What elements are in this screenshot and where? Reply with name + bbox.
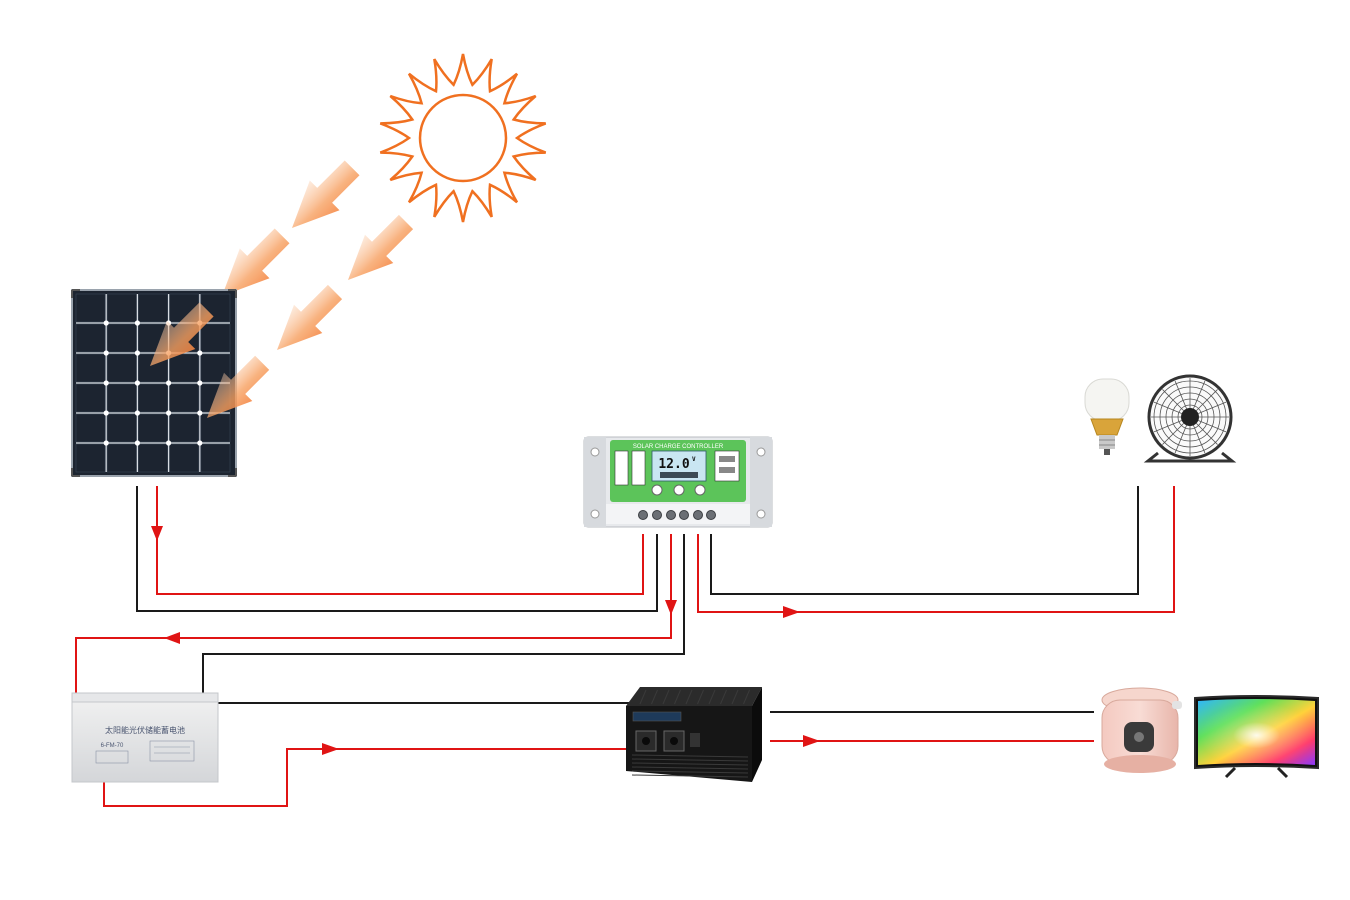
controller-display-unit: V	[692, 456, 696, 463]
charge-controller-icon: SOLAR CHARGE CONTROLLER 12.0 V	[583, 436, 773, 528]
solar-cell	[138, 383, 168, 413]
solar-cell	[75, 443, 106, 473]
battery-positive-wire	[75, 534, 672, 693]
solar-cell	[106, 353, 137, 383]
inverter-positive-wire	[103, 748, 630, 807]
solar-cell	[106, 323, 137, 353]
solar-cell	[169, 383, 200, 413]
solar-cell	[75, 353, 106, 383]
solar-cell	[106, 413, 137, 443]
solar-cell	[75, 413, 106, 443]
solar-cell	[75, 323, 106, 353]
inverter-icon	[626, 687, 762, 782]
sunlight-arrow-icon	[150, 302, 214, 366]
sunlight-arrow-icon	[292, 160, 360, 228]
flow-arrow-down-icon	[151, 526, 163, 541]
sunlight-arrows	[222, 160, 414, 350]
panel-negative-wire	[136, 486, 658, 612]
television-icon	[1194, 695, 1319, 779]
solar-cell	[138, 443, 168, 473]
solar-cell	[169, 443, 200, 473]
battery-negative-wire	[202, 534, 685, 693]
sun-ray-outline	[379, 53, 547, 223]
solar-cell	[106, 443, 137, 473]
controller-terminal	[666, 510, 676, 520]
solar-cell	[138, 293, 168, 323]
solar-cell	[169, 413, 200, 443]
controller-terminal	[638, 510, 648, 520]
battery-label-text: 太阳能光伏储能蓄电池	[105, 725, 185, 735]
led-bulb-icon	[1084, 378, 1130, 455]
dc-load-positive-wire	[697, 486, 1175, 613]
solar-cell	[75, 293, 106, 323]
controller-terminal	[693, 510, 703, 520]
battery-model-text: 6-FM-70	[101, 743, 124, 749]
wiring	[75, 486, 1175, 807]
solar-cell	[106, 293, 137, 323]
dc-load-negative-wire	[710, 486, 1139, 595]
sunlight-arrow-icon	[348, 214, 414, 280]
sunlight-arrows-on-panel	[150, 302, 270, 418]
controller-terminal	[706, 510, 716, 520]
flow-arrow-down-icon	[665, 600, 677, 615]
sunlight-arrow-icon	[222, 228, 290, 296]
flow-arrow-left-icon	[164, 632, 180, 644]
flow-arrow-right-icon	[803, 735, 820, 747]
panel-positive-wire	[156, 486, 644, 595]
solar-cell	[106, 383, 137, 413]
controller-terminal	[679, 510, 689, 520]
solar-cell	[75, 383, 106, 413]
rice-cooker-icon	[1101, 687, 1182, 773]
sun-icon	[379, 53, 547, 223]
controller-terminal	[652, 510, 662, 520]
desk-fan-icon	[1143, 374, 1237, 463]
sunlight-arrow-icon	[277, 284, 343, 350]
flow-arrow-right-icon	[783, 606, 800, 618]
solar-cell	[200, 443, 231, 473]
solar-cell	[169, 353, 200, 383]
controller-display-value: 12.0	[658, 457, 689, 472]
solar-cell	[138, 413, 168, 443]
current-flow-arrows	[151, 526, 820, 755]
flow-arrow-right-icon	[322, 743, 339, 755]
solar-cell	[200, 413, 231, 443]
controller-header-text: SOLAR CHARGE CONTROLLER	[633, 444, 724, 450]
battery-icon: 太阳能光伏储能蓄电池 6-FM-70	[71, 692, 219, 783]
sunlight-arrow-icon	[207, 355, 270, 418]
solar-cell	[200, 323, 231, 353]
